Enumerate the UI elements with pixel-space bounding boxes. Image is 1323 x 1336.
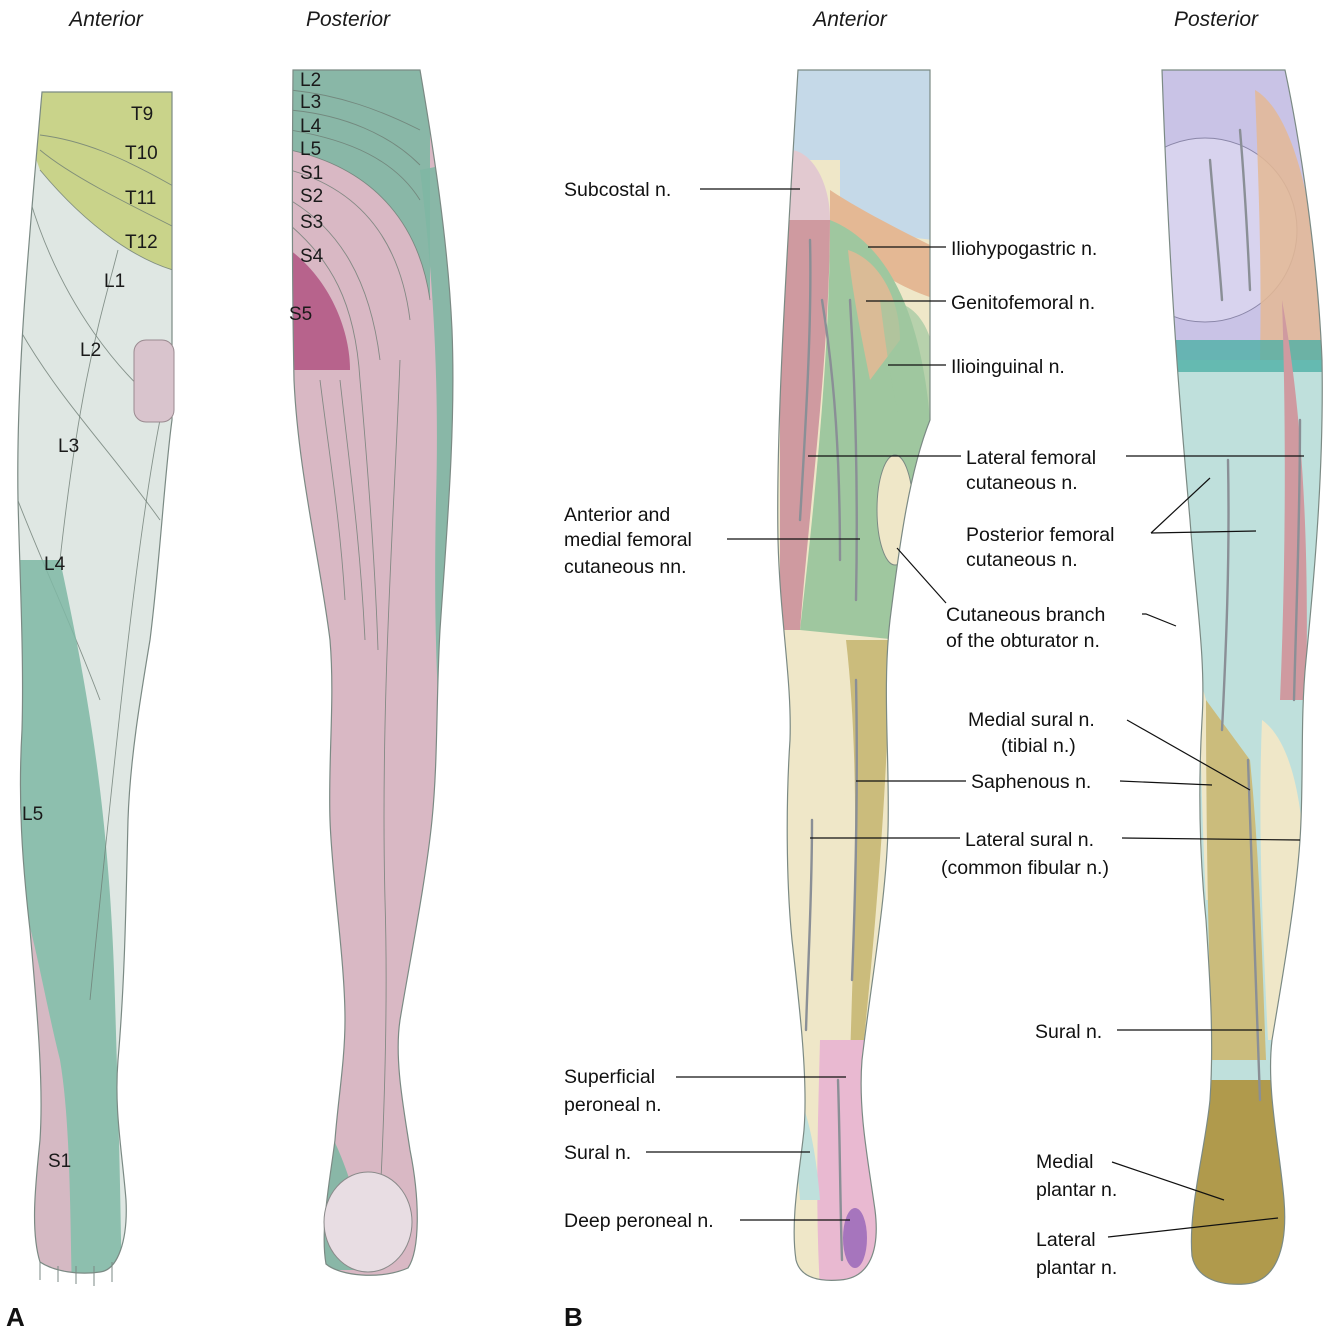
b-posterior-header: Posterior: [1174, 8, 1259, 31]
label-ant-medial-femoral-2: medial femoral: [564, 529, 692, 551]
label-lateral-femoral-1: Lateral femoral: [966, 447, 1096, 469]
a-posterior-leg: [290, 60, 470, 1275]
a-anterior-header: Anterior: [67, 8, 144, 31]
label-obturator-1: Cutaneous branch: [946, 604, 1105, 626]
dermatome-post-s5: S5: [289, 304, 312, 325]
label-saphenous: Saphenous n.: [971, 771, 1091, 793]
label-posterior-femoral-1: Posterior femoral: [966, 524, 1114, 546]
label-medial-sural-1: Medial sural n.: [968, 709, 1095, 731]
label-lateral-sural-1: Lateral sural n.: [965, 829, 1094, 851]
leader-obturator-left: [897, 548, 946, 603]
dermatome-t9: T9: [131, 104, 153, 125]
dermatome-t11: T11: [125, 188, 156, 209]
b-anterior-header: Anterior: [811, 8, 888, 31]
leader-obturator-right: [1142, 614, 1176, 626]
label-medial-plantar-2: plantar n.: [1036, 1179, 1117, 1201]
label-lateral-sural-2: (common fibular n.): [941, 857, 1109, 879]
label-obturator-2: of the obturator n.: [946, 630, 1100, 652]
panel-letter-a: A: [6, 1302, 25, 1332]
dermatome-l3: L3: [58, 436, 79, 457]
dermatome-t10: T10: [125, 143, 158, 164]
label-genitofemoral: Genitofemoral n.: [951, 292, 1095, 314]
panel-letter-b: B: [564, 1302, 583, 1332]
label-ant-medial-femoral-1: Anterior and: [564, 504, 670, 526]
dermatome-post-s3: S3: [300, 212, 323, 233]
b-anterior-leg: [778, 60, 940, 1290]
dermatome-s1: S1: [48, 1151, 71, 1172]
a-posterior-header: Posterior: [306, 8, 391, 31]
dermatome-l1: L1: [104, 271, 125, 292]
label-posterior-femoral-2: cutaneous n.: [966, 549, 1078, 571]
dermatome-t12: T12: [125, 232, 158, 253]
label-ant-medial-femoral-3: cutaneous nn.: [564, 556, 687, 578]
label-superficial-peroneal-2: peroneal n.: [564, 1094, 662, 1116]
label-deep-peroneal: Deep peroneal n.: [564, 1210, 714, 1232]
leader-saphenous-right: [1120, 781, 1212, 785]
label-sural-posterior: Sural n.: [1035, 1021, 1102, 1043]
label-sural-anterior: Sural n.: [564, 1142, 631, 1164]
dermatome-l5: L5: [22, 804, 43, 825]
dermatome-post-l5: L5: [300, 139, 321, 160]
label-subcostal: Subcostal n.: [564, 179, 671, 201]
dermatome-post-l4: L4: [300, 116, 322, 137]
dermatome-l2: L2: [80, 340, 101, 361]
plantar-zone: [1190, 1080, 1290, 1300]
label-ilioinguinal: Ilioinguinal n.: [951, 356, 1065, 378]
dermatome-post-s1: S1: [300, 163, 323, 184]
obturator-zone: [877, 455, 913, 565]
b-posterior-leg: [1113, 60, 1323, 1300]
label-lateral-plantar-2: plantar n.: [1036, 1257, 1117, 1279]
dermatome-post-l3: L3: [300, 92, 321, 113]
label-iliohypogastric: Iliohypogastric n.: [951, 238, 1097, 260]
dermatome-post-l2: L2: [300, 70, 321, 91]
dermatome-l4: L4: [44, 554, 66, 575]
label-superficial-peroneal-1: Superficial: [564, 1066, 655, 1088]
label-lateral-plantar-1: Lateral: [1036, 1229, 1096, 1251]
label-medial-sural-2: (tibial n.): [1001, 735, 1076, 757]
dermatome-post-s2: S2: [300, 186, 323, 207]
label-lateral-femoral-2: cutaneous n.: [966, 472, 1078, 494]
label-medial-plantar-1: Medial: [1036, 1151, 1093, 1173]
dermatome-post-s4: S4: [300, 246, 324, 267]
